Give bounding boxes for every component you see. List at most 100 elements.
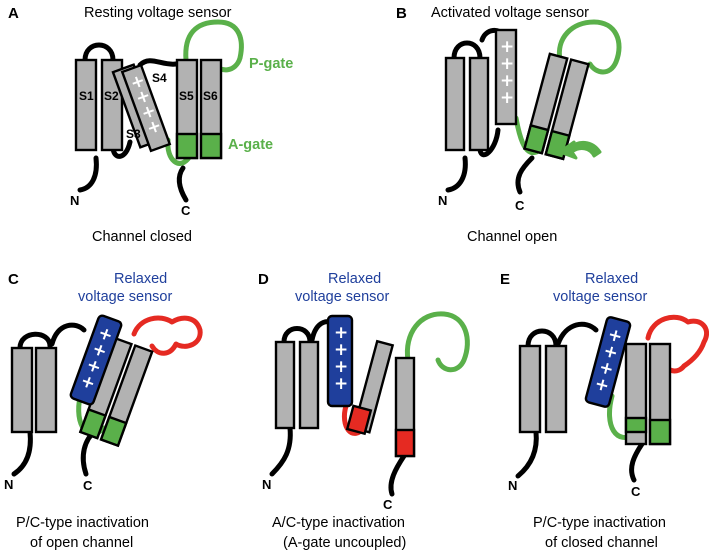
panel-a-p-loop	[183, 19, 244, 73]
charge-plus: +	[334, 357, 348, 377]
panel-d-title-line1: Relaxed	[328, 271, 381, 287]
panel-c-title-line1: Relaxed	[114, 271, 167, 287]
panel-e-c-label: C	[631, 484, 641, 499]
panel-b: B Activated voltage sensor + + + + N C C…	[396, 5, 622, 245]
panel-c-s5-a-gate	[78, 407, 108, 440]
panel-d-s5-uncoupled-gate	[345, 404, 373, 436]
panel-b-s2-helix	[468, 56, 490, 152]
panel-a-title: Resting voltage sensor	[84, 5, 232, 21]
panel-d-s2-helix	[298, 340, 320, 430]
charge-plus: +	[334, 374, 348, 394]
panel-e-c-terminus	[629, 441, 645, 483]
panel-d-caption-line1: A/C-type inactivation	[272, 515, 405, 531]
panel-b-n-terminus	[445, 155, 468, 193]
panel-c-s6-a-gate	[99, 415, 128, 448]
panel-e-title-line2: voltage sensor	[553, 289, 647, 305]
panel-b-caption: Channel open	[467, 229, 557, 245]
panel-b-opening-arrow-icon	[558, 140, 602, 160]
panel-e-s4-helix	[584, 316, 632, 408]
panel-a-p-gate-label: P-gate	[249, 56, 293, 72]
charge-plus: +	[78, 371, 98, 395]
panel-b-c-terminus	[515, 155, 535, 195]
panel-e: E Relaxed voltage sensor + + + + N C P/C…	[500, 271, 709, 551]
panel-e-n-terminus	[515, 429, 539, 479]
panel-c-s4-helix	[69, 314, 123, 406]
charge-plus: +	[500, 37, 514, 57]
panel-e-s5-a-gate	[624, 416, 648, 434]
panel-e-caption-line2: of closed channel	[545, 535, 658, 551]
panel-a-s4-label: S4	[152, 71, 167, 85]
panel-c-caption-line1: P/C-type inactivation	[16, 515, 149, 531]
charge-plus: +	[606, 324, 625, 347]
charge-plus: +	[128, 70, 148, 94]
panel-e-s1-helix	[518, 344, 542, 434]
charge-plus: +	[133, 85, 153, 109]
panel-b-n-label: N	[438, 193, 447, 208]
panel-c-pore-helices	[78, 336, 154, 448]
panel-b-s2-s3-loop	[477, 127, 501, 158]
charge-plus: +	[597, 357, 616, 380]
panel-e-n-label: N	[508, 478, 517, 493]
panel-a-s5-a-gate	[175, 132, 199, 160]
charge-plus: +	[500, 54, 514, 74]
panel-a-n-label: N	[70, 193, 79, 208]
panel-c-caption-line2: of open channel	[30, 535, 133, 551]
panel-c-s2-helix	[34, 346, 58, 434]
panel-c-s1-s2-loop	[17, 331, 53, 351]
charge-plus: +	[95, 323, 115, 347]
panel-c-s2-s4-loop	[49, 322, 87, 347]
panel-e-s2-helix	[544, 344, 568, 434]
panel-e-p-loop-inactivated	[645, 314, 709, 374]
panel-d-c-label: C	[383, 497, 393, 512]
panel-a-s4-charges: + + + +	[128, 70, 165, 139]
panel-a-s6-a-gate	[199, 132, 223, 160]
panel-d-n-terminus	[269, 425, 293, 477]
panel-a-s5-label: S5	[179, 89, 194, 103]
panel-e-caption-line1: P/C-type inactivation	[533, 515, 666, 531]
panel-a-c-terminus	[176, 165, 189, 203]
panel-b-pore-helices	[523, 52, 590, 161]
panel-b-s5-a-gate	[523, 123, 550, 155]
charge-plus: +	[334, 340, 348, 360]
panel-d-s4-helix	[326, 314, 354, 408]
panel-e-s4-relaxed: + + + +	[584, 316, 632, 408]
panel-e-s2-s4-loop	[555, 321, 599, 347]
panel-d-s1-helix	[274, 340, 296, 430]
panel-a-s4-s5-linker	[137, 58, 179, 68]
panel-b-s4-charges: + + + +	[500, 37, 514, 108]
panel-d-n-label: N	[262, 477, 271, 492]
panel-a-a-gate-label: A-gate	[228, 137, 273, 153]
panel-d-title-line2: voltage sensor	[295, 289, 389, 305]
panel-d-s4-relaxed: + + + +	[326, 314, 354, 408]
panel-b-p-loop	[556, 19, 622, 75]
panel-b-title: Activated voltage sensor	[431, 5, 589, 21]
panel-d-s1-s2-loop	[281, 326, 313, 345]
panel-e-s6-a-gate	[648, 418, 672, 446]
panel-d-caption-line2: (A-gate uncoupled)	[283, 535, 406, 551]
panel-c-c-label: C	[83, 478, 93, 493]
panel-a-s6-label: S6	[203, 89, 218, 103]
panel-c-letter: C	[8, 271, 19, 288]
panel-e-s1-s2-loop	[525, 328, 559, 349]
panel-a-c-label: C	[181, 203, 191, 218]
charge-plus: +	[500, 71, 514, 91]
panel-a-letter: A	[8, 5, 19, 22]
panel-b-s1-helix	[444, 56, 466, 152]
panel-a-n-terminus	[77, 155, 99, 193]
panel-a-s1-label: S1	[79, 89, 94, 103]
panel-b-c-label: C	[515, 198, 525, 213]
panel-e-letter: E	[500, 271, 510, 288]
panel-d: D Relaxed voltage sensor + + + + N C A/C…	[258, 271, 470, 551]
charge-plus: +	[144, 116, 164, 140]
panel-d-p-loop	[404, 311, 470, 373]
panel-a-caption: Channel closed	[92, 229, 192, 245]
panel-c-title-line2: voltage sensor	[78, 289, 172, 305]
panel-a-s1-helix	[74, 58, 98, 152]
panel-a-s1-s2-loop	[82, 42, 116, 63]
charge-plus: +	[84, 355, 104, 379]
panel-c-p-loop-inactivated	[131, 315, 203, 356]
charge-plus: +	[89, 339, 109, 363]
panel-d-s6-a-gate-uncoupled	[394, 428, 416, 458]
panel-a: A Resting voltage sensor + + + + S1 S2 S…	[8, 5, 293, 245]
